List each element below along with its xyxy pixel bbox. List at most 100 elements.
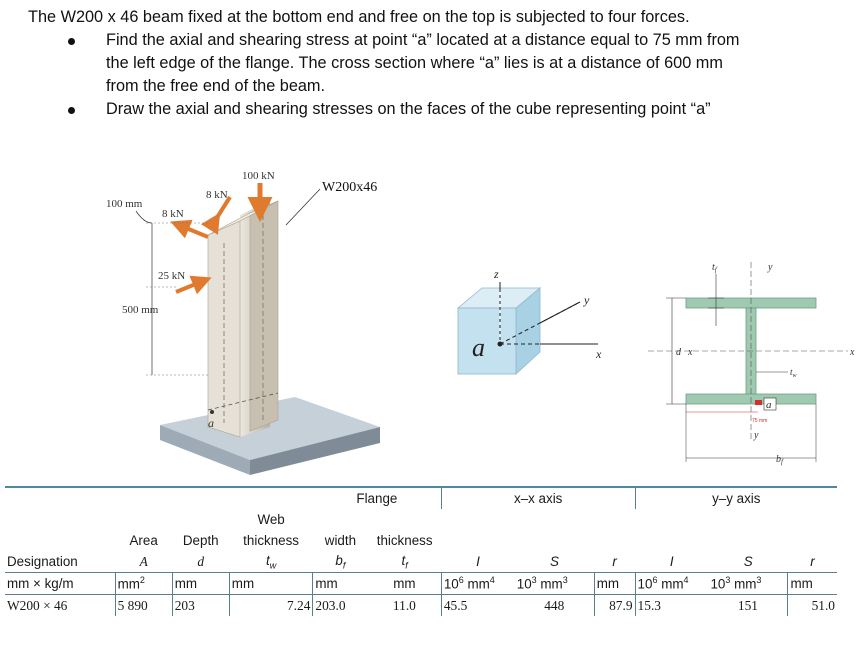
z-axis-label: z bbox=[493, 267, 499, 281]
x-left-label: x bbox=[687, 347, 693, 358]
unit-Iy: 106 mm4 bbox=[634, 572, 709, 595]
section-designation-label: W200x46 bbox=[322, 180, 377, 195]
table-row: W200 × 46 5 890 203 7.24 203.0 11.0 45.5… bbox=[5, 594, 837, 616]
symbol-Sy: S bbox=[743, 554, 753, 569]
problem-statement: The W200 x 46 beam fixed at the bottom e… bbox=[18, 6, 858, 121]
problem-bullets: Find the axial and shearing stress at po… bbox=[18, 29, 858, 121]
cell-bf: 203.0 bbox=[312, 594, 368, 616]
header-flange-thickness: thickness bbox=[376, 533, 433, 548]
bullet-line: the left edge of the flange. The cross s… bbox=[106, 54, 723, 72]
d-label: d bbox=[676, 347, 682, 358]
tw-label: tw bbox=[790, 367, 797, 379]
cube-front-face bbox=[457, 307, 517, 375]
header-web: Web bbox=[257, 512, 285, 527]
unit-Ix: 106 mm4 bbox=[440, 572, 515, 595]
symbol-d: d bbox=[197, 553, 205, 569]
point-a-marker bbox=[755, 400, 762, 405]
cube-point-a-label: a bbox=[472, 333, 485, 362]
cell-tw: 7.24 bbox=[228, 594, 313, 616]
group-flange-header: Flange bbox=[312, 486, 442, 509]
unit-ry: mm bbox=[787, 572, 837, 595]
dim-75mm-label: 75 mm bbox=[752, 418, 767, 424]
table-head-row-2: Area Depth thickness width thickness bbox=[5, 530, 837, 551]
bullet-dot-icon bbox=[68, 107, 75, 114]
cell-ry: 51.0 bbox=[787, 594, 837, 616]
force-8kN-top-arrow bbox=[201, 195, 232, 235]
cell-rx: 87.9 bbox=[593, 594, 636, 616]
symbol-rx: r bbox=[612, 554, 617, 569]
table-symbol-row: Designation A d tw bf tf I S r I S r bbox=[5, 551, 837, 573]
unit-bf: mm bbox=[312, 572, 368, 595]
section-leader-line bbox=[285, 188, 321, 226]
bf-label: bf bbox=[776, 454, 784, 466]
cell-Ix: 45.5 bbox=[440, 594, 515, 616]
unit-depth: mm bbox=[171, 572, 230, 595]
force-100kN-label: 100 kN bbox=[242, 170, 275, 182]
force-8kN-left-label: 8 kN bbox=[162, 208, 184, 220]
force-25kN-arrow bbox=[175, 275, 212, 295]
symbol-Ix: I bbox=[476, 554, 480, 569]
point-a-marker bbox=[210, 410, 214, 414]
force-25kN-label: 25 kN bbox=[158, 270, 185, 282]
symbol-ry: r bbox=[810, 554, 815, 569]
stress-cube-diagram: z y x a bbox=[456, 267, 602, 375]
dimension-100mm-label: 100 mm bbox=[106, 198, 143, 210]
cell-Iy: 15.3 bbox=[634, 594, 709, 616]
cell-depth: 203 bbox=[171, 594, 230, 616]
cell-Sy: 151 bbox=[708, 594, 788, 616]
cell-area: 5 890 bbox=[114, 594, 173, 616]
bullet-line: Draw the axial and shearing stresses on … bbox=[106, 100, 711, 118]
symbol-bf: bf bbox=[335, 552, 346, 571]
problem-intro: The W200 x 46 beam fixed at the bottom e… bbox=[28, 8, 690, 26]
x-axis-label: x bbox=[595, 347, 602, 361]
unit-area: mm2 bbox=[114, 572, 173, 595]
section-dashed-line bbox=[207, 392, 279, 411]
header-area: Area bbox=[129, 533, 158, 548]
cross-section-diagram: tf d x x y y tw a 75 mm bf bbox=[648, 262, 855, 466]
dimension-500mm-label: 500 mm bbox=[122, 304, 159, 316]
y-axis-label: y bbox=[583, 293, 590, 307]
bullet-line: Find the axial and shearing stress at po… bbox=[106, 31, 740, 49]
cell-tf: 11.0 bbox=[367, 594, 442, 616]
base-slab-side bbox=[250, 427, 380, 475]
unit-rx: mm bbox=[593, 572, 636, 595]
section-point-a-label: a bbox=[766, 399, 772, 411]
group-yy-header: y–y axis bbox=[634, 486, 837, 509]
table-group-row: Flange x–x axis y–y axis bbox=[5, 486, 837, 509]
y-top-label: y bbox=[767, 262, 773, 273]
y-axis-solid bbox=[539, 301, 581, 324]
symbol-tf: tf bbox=[401, 552, 408, 571]
cell-Sx: 448 bbox=[514, 594, 595, 616]
bullet-line: from the free end of the beam. bbox=[106, 77, 326, 95]
force-8kN-top-label: 8 kN bbox=[206, 189, 228, 201]
unit-Sy: 103 mm3 bbox=[708, 572, 788, 595]
dimension-100mm-curve bbox=[135, 210, 153, 224]
header-web-thickness: thickness bbox=[243, 533, 299, 548]
unit-designation: mm × kg/m bbox=[5, 572, 116, 595]
symbol-tw: tw bbox=[265, 552, 277, 571]
force-8kN-left-arrow bbox=[170, 219, 209, 239]
base-slab-side bbox=[160, 425, 250, 475]
bullet-item: Draw the axial and shearing stresses on … bbox=[18, 98, 858, 121]
unit-Sx: 103 mm3 bbox=[514, 572, 595, 595]
table-head-row-1: Web bbox=[5, 509, 837, 530]
point-a-dot bbox=[497, 341, 503, 347]
symbol-Sx: S bbox=[550, 554, 559, 569]
symbol-Iy: I bbox=[669, 554, 674, 569]
base-slab-top bbox=[160, 397, 380, 460]
y-bottom-label: y bbox=[753, 430, 759, 441]
header-designation: Designation bbox=[7, 554, 78, 569]
cell-designation: W200 × 46 bbox=[5, 594, 116, 616]
symbol-A: A bbox=[139, 553, 148, 569]
x-right-label: x bbox=[849, 347, 855, 358]
bullet-dot-icon bbox=[68, 38, 75, 45]
header-depth: Depth bbox=[182, 533, 219, 548]
unit-tf: mm bbox=[367, 572, 442, 595]
unit-tw: mm bbox=[228, 572, 313, 595]
beam-diagram: a 100 kN 8 kN 8 kN 25 kN W200x46 100 mm … bbox=[106, 170, 380, 475]
table-units-row: mm × kg/m mm2 mm mm mm mm 106 mm4 103 mm… bbox=[5, 572, 837, 595]
group-xx-header: x–x axis bbox=[440, 486, 636, 509]
header-width: width bbox=[324, 533, 357, 548]
bullet-item: Find the axial and shearing stress at po… bbox=[18, 29, 858, 98]
tf-label: tf bbox=[712, 262, 718, 274]
